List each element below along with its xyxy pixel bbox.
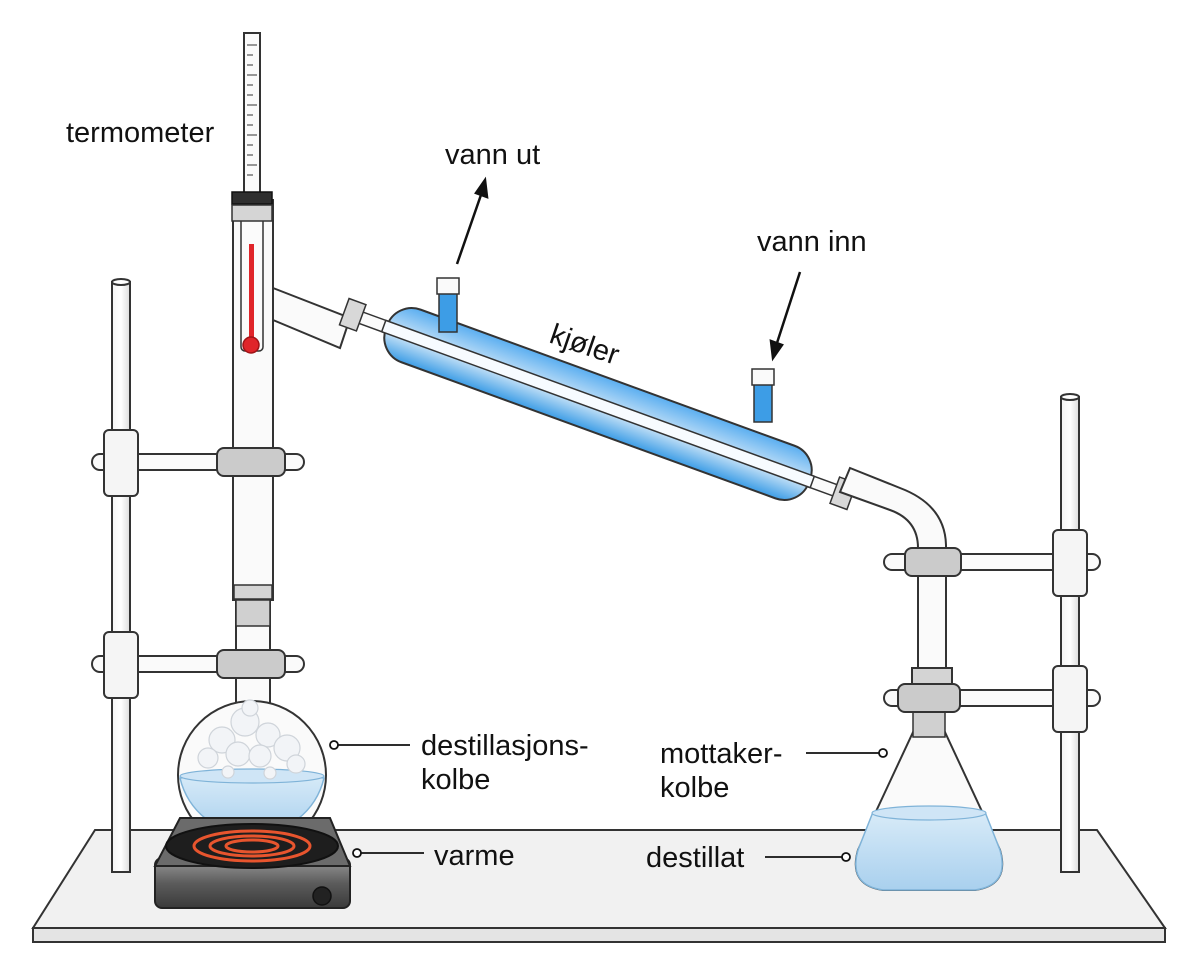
leader-lines	[329, 740, 888, 862]
thermometer-scale-ticks	[247, 44, 257, 176]
label-thermometer: termometer	[66, 117, 215, 149]
water-out-arrow	[455, 176, 489, 265]
label-distillate: destillat	[646, 842, 744, 874]
clamp-left-lower	[91, 631, 305, 699]
condenser-water-inlet	[751, 368, 775, 423]
label-receiving-flask-line1: mottaker-	[660, 738, 782, 770]
label-water-in: vann inn	[757, 226, 867, 258]
clamp-left-upper	[91, 429, 305, 497]
condenser-water-outlet	[436, 277, 460, 333]
water-in-arrow	[769, 271, 802, 362]
label-distillation-flask-line1: destillasjons-	[421, 730, 589, 762]
label-water-out: vann ut	[445, 139, 540, 171]
receiver-adapter	[838, 466, 953, 685]
right-stand-rod	[1060, 393, 1080, 873]
left-stand-rod	[111, 278, 131, 873]
label-receiving-flask-line2: kolbe	[660, 772, 729, 804]
thermometer	[231, 32, 273, 354]
label-distillation-flask-line2: kolbe	[421, 764, 490, 796]
clamp-right-upper	[883, 529, 1101, 597]
clamp-right-lower	[883, 665, 1101, 733]
label-heat: varme	[434, 840, 515, 872]
boiling-vapor	[197, 699, 306, 780]
heating-coil	[192, 829, 312, 863]
condenser	[338, 297, 858, 511]
receiving-flask	[854, 704, 1004, 891]
